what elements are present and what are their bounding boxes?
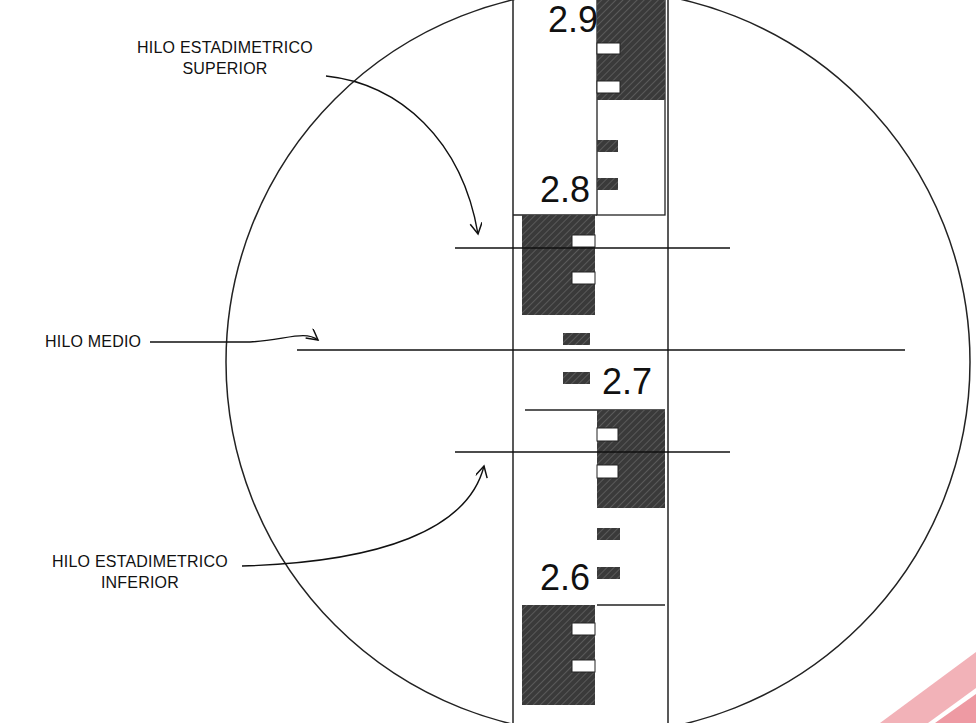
rod-graduation <box>597 178 618 190</box>
rod-graduation <box>572 235 595 247</box>
rod-graduation <box>572 272 595 284</box>
stadia-wire <box>297 248 905 452</box>
rod-graduation <box>597 567 620 579</box>
rod-graduation <box>572 660 595 672</box>
rod-edge <box>513 0 668 723</box>
scale-number: 2.6 <box>540 560 590 596</box>
rod-graduation <box>597 81 620 93</box>
leader-arrow <box>150 76 484 566</box>
scale-number: 2.8 <box>540 172 590 208</box>
rod-graduation <box>572 623 595 635</box>
rod-graduation <box>522 215 595 315</box>
rod-graduation <box>522 605 595 705</box>
rod-graduation <box>597 428 618 441</box>
scale-number: 2.7 <box>602 364 652 400</box>
callout-label: HILO ESTADIMETRICO INFERIOR <box>25 552 255 594</box>
rod-graduation <box>563 333 590 345</box>
scale-number: 2.9 <box>548 2 598 38</box>
callout-label: HILO ESTADIMETRICO SUPERIOR <box>110 38 340 80</box>
watermark-shape <box>880 652 976 723</box>
rod-graduation <box>597 43 620 54</box>
stadia-wire <box>297 349 905 351</box>
rod-graduation <box>597 0 665 215</box>
rod-graduation <box>597 604 665 605</box>
rod-graduation <box>597 140 618 152</box>
leader-arrow <box>242 466 484 566</box>
leader-arrow <box>150 336 318 342</box>
rod-graduation <box>597 528 620 540</box>
rod-edge <box>667 0 669 723</box>
rod-graduation <box>597 0 665 100</box>
rod-edge <box>512 0 514 723</box>
field-circle <box>226 0 970 723</box>
stadia-wire <box>455 247 730 249</box>
rod-graduation <box>513 0 665 705</box>
leader-arrow <box>326 76 478 234</box>
rod-graduation <box>597 410 665 508</box>
stadia-wire <box>455 451 730 453</box>
rod-graduation <box>597 465 618 478</box>
watermark-shape <box>880 652 976 723</box>
rod-graduation <box>563 372 590 384</box>
watermark-shape <box>935 694 976 723</box>
callout-label: HILO MEDIO <box>45 332 141 353</box>
